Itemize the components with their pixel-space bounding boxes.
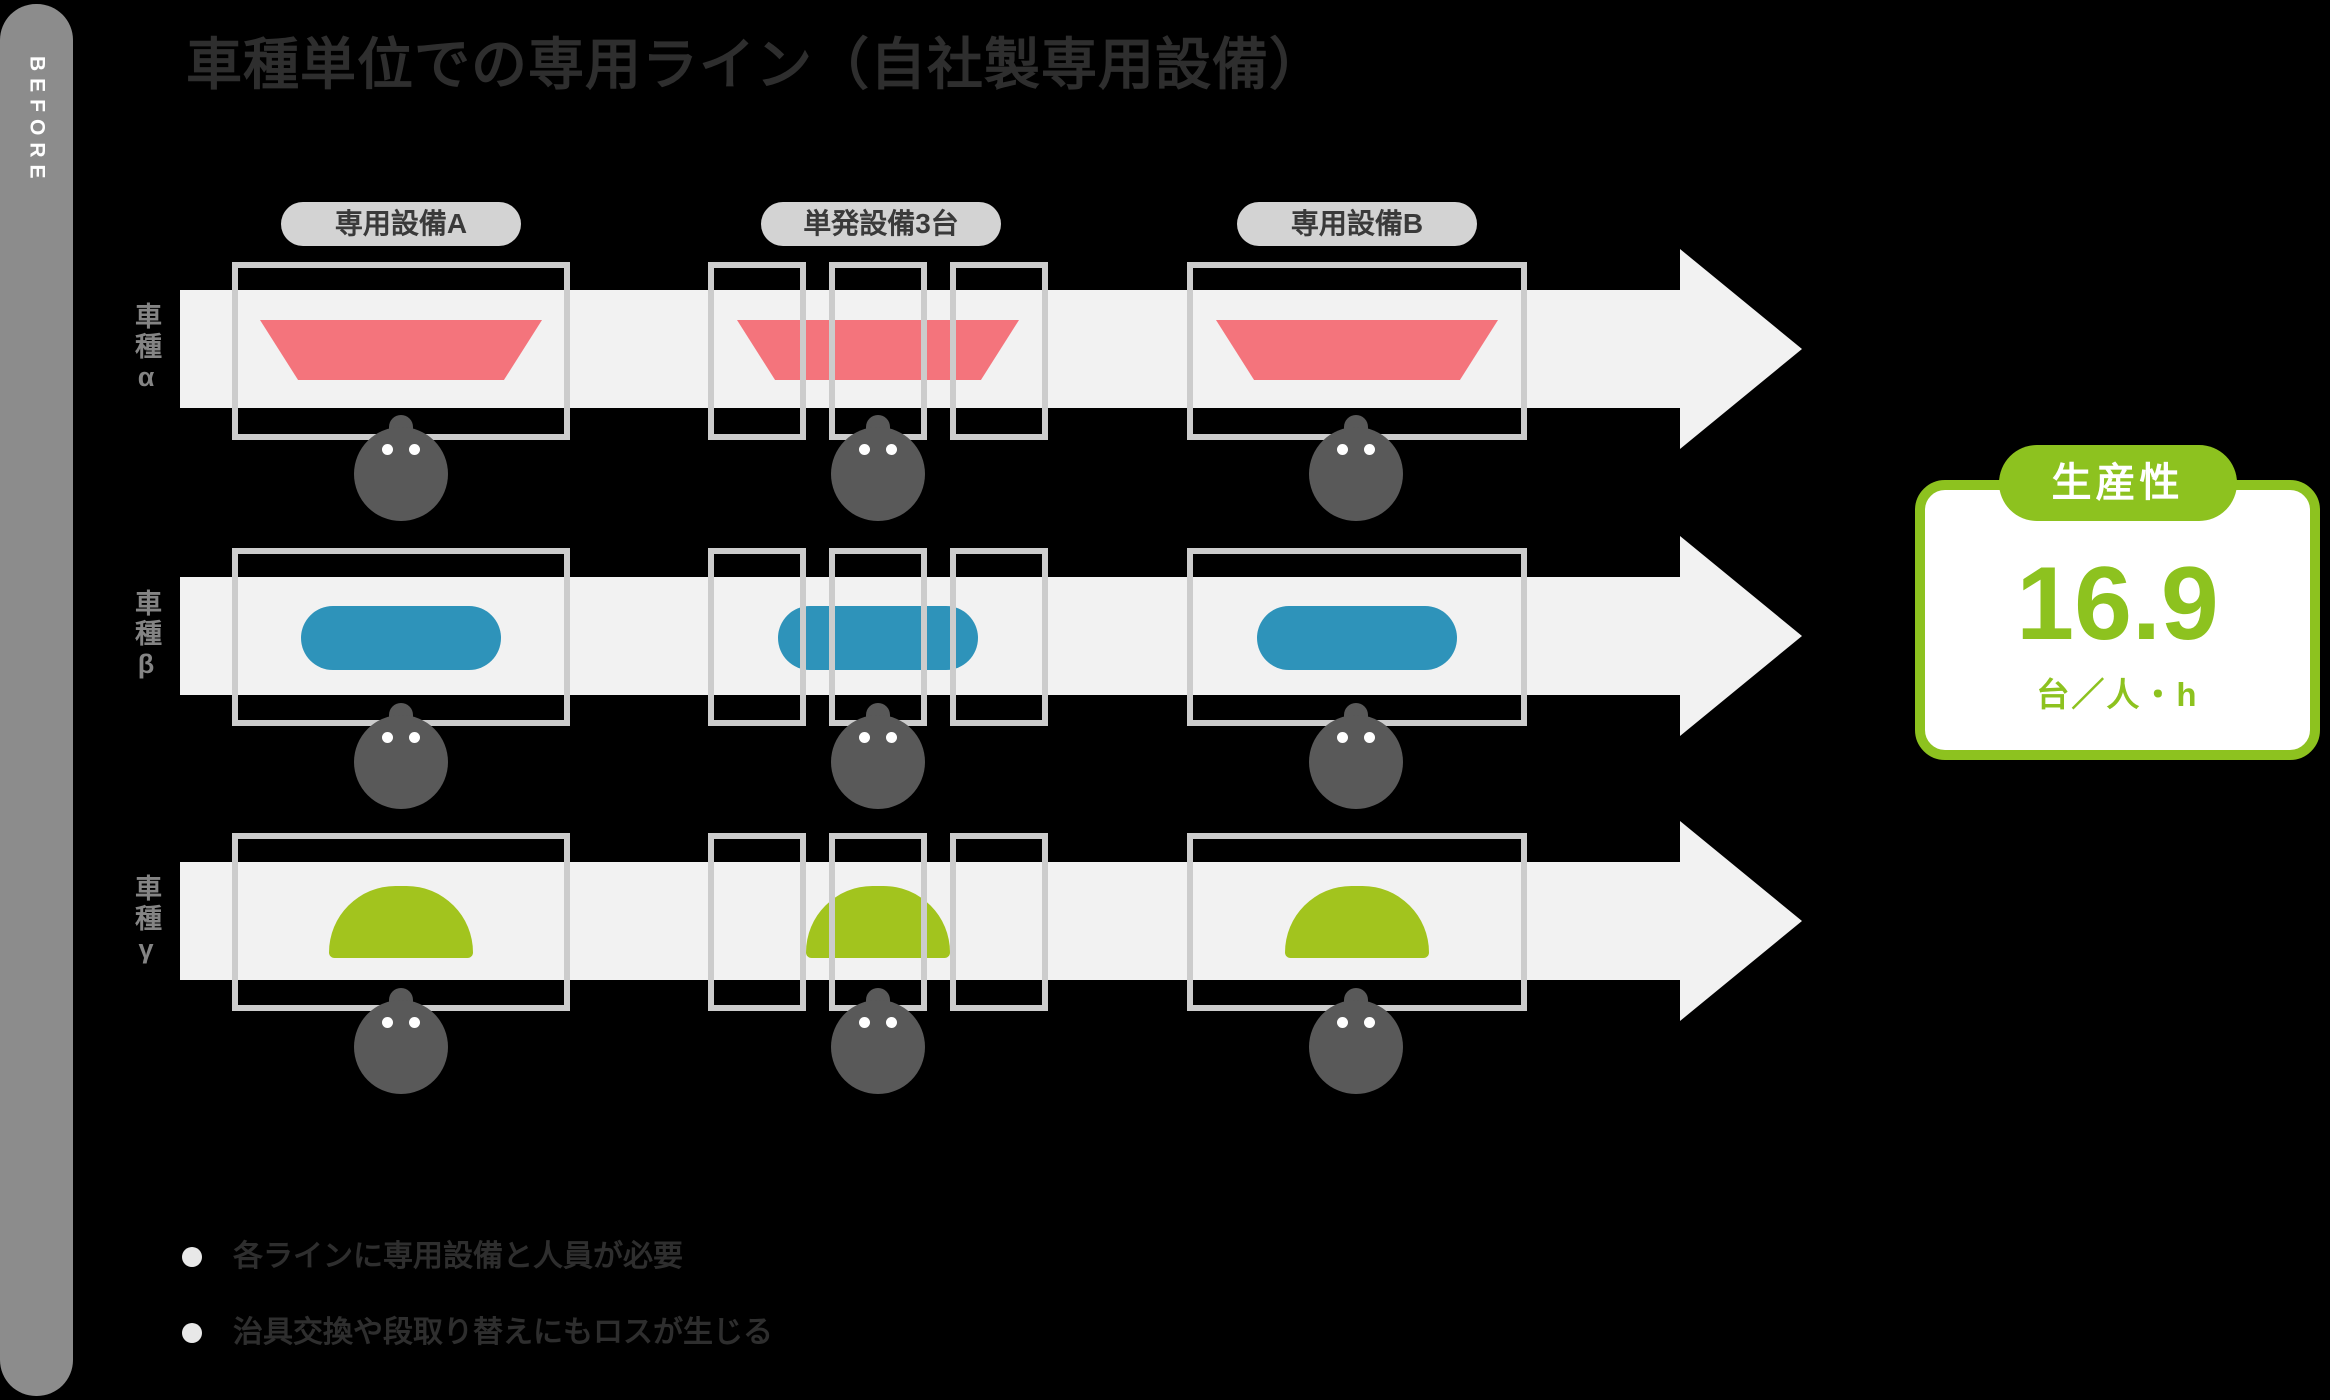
worker-icon — [1309, 988, 1403, 1094]
equipment-box-gamma-b — [1187, 833, 1527, 1011]
equipment-box-beta-s3 — [950, 548, 1048, 726]
equipment-box-alpha-s1 — [708, 262, 806, 440]
worker-icon — [354, 988, 448, 1094]
bullet-dot-icon — [182, 1323, 202, 1343]
equipment-box-gamma-s1 — [708, 833, 806, 1011]
line-label-gamma: 車種γ — [131, 874, 161, 967]
productivity-value: 16.9 — [2016, 546, 2219, 662]
part-alpha-1 — [260, 320, 542, 380]
equipment-box-beta-s1 — [708, 548, 806, 726]
equipment-box-gamma-a — [232, 833, 570, 1011]
part-alpha-3 — [1216, 320, 1498, 380]
productivity-card: 生産性 16.9 台／人・h — [1915, 445, 2320, 760]
worker-icon — [831, 988, 925, 1094]
equipment-box-alpha-a — [232, 262, 570, 440]
part-beta-3 — [1257, 606, 1457, 670]
worker-icon — [1309, 703, 1403, 809]
note-text: 治具交換や段取り替えにもロスが生じる — [233, 1316, 773, 1349]
equipment-box-beta-a — [232, 548, 570, 726]
flow-arrow-beta-head — [1680, 536, 1802, 736]
worker-icon — [354, 415, 448, 521]
page-title: 車種単位での専用ライン（自社製専用設備） — [186, 33, 1326, 96]
equipment-box-beta-s2 — [829, 548, 927, 726]
equipment-label-a: 専用設備A — [281, 202, 521, 246]
equipment-box-alpha-s3 — [950, 262, 1048, 440]
part-beta-1 — [301, 606, 501, 670]
equipment-label-single: 単発設備3台 — [761, 202, 1001, 246]
flow-arrow-alpha-head — [1680, 249, 1802, 449]
before-sidebar: BEFORE — [0, 4, 73, 1396]
productivity-unit: 台／人・h — [2036, 676, 2199, 713]
equipment-box-gamma-s3 — [950, 833, 1048, 1011]
line-label-beta: 車種β — [131, 589, 161, 682]
worker-icon — [354, 703, 448, 809]
note-text: 各ラインに専用設備と人員が必要 — [233, 1240, 683, 1273]
equipment-label-b: 専用設備B — [1237, 202, 1477, 246]
bullet-dot-icon — [182, 1247, 202, 1267]
flow-arrow-gamma-head — [1680, 821, 1802, 1021]
equipment-box-alpha-s2 — [829, 262, 927, 440]
productivity-badge: 生産性 — [1998, 445, 2237, 521]
equipment-box-alpha-b — [1187, 262, 1527, 440]
before-label: BEFORE — [25, 56, 49, 186]
worker-icon — [831, 703, 925, 809]
worker-icon — [831, 415, 925, 521]
line-label-alpha: 車種α — [131, 302, 161, 395]
equipment-box-beta-b — [1187, 548, 1527, 726]
equipment-box-gamma-s2 — [829, 833, 927, 1011]
part-beta-2 — [778, 606, 978, 670]
worker-icon — [1309, 415, 1403, 521]
part-alpha-2 — [737, 320, 1019, 380]
